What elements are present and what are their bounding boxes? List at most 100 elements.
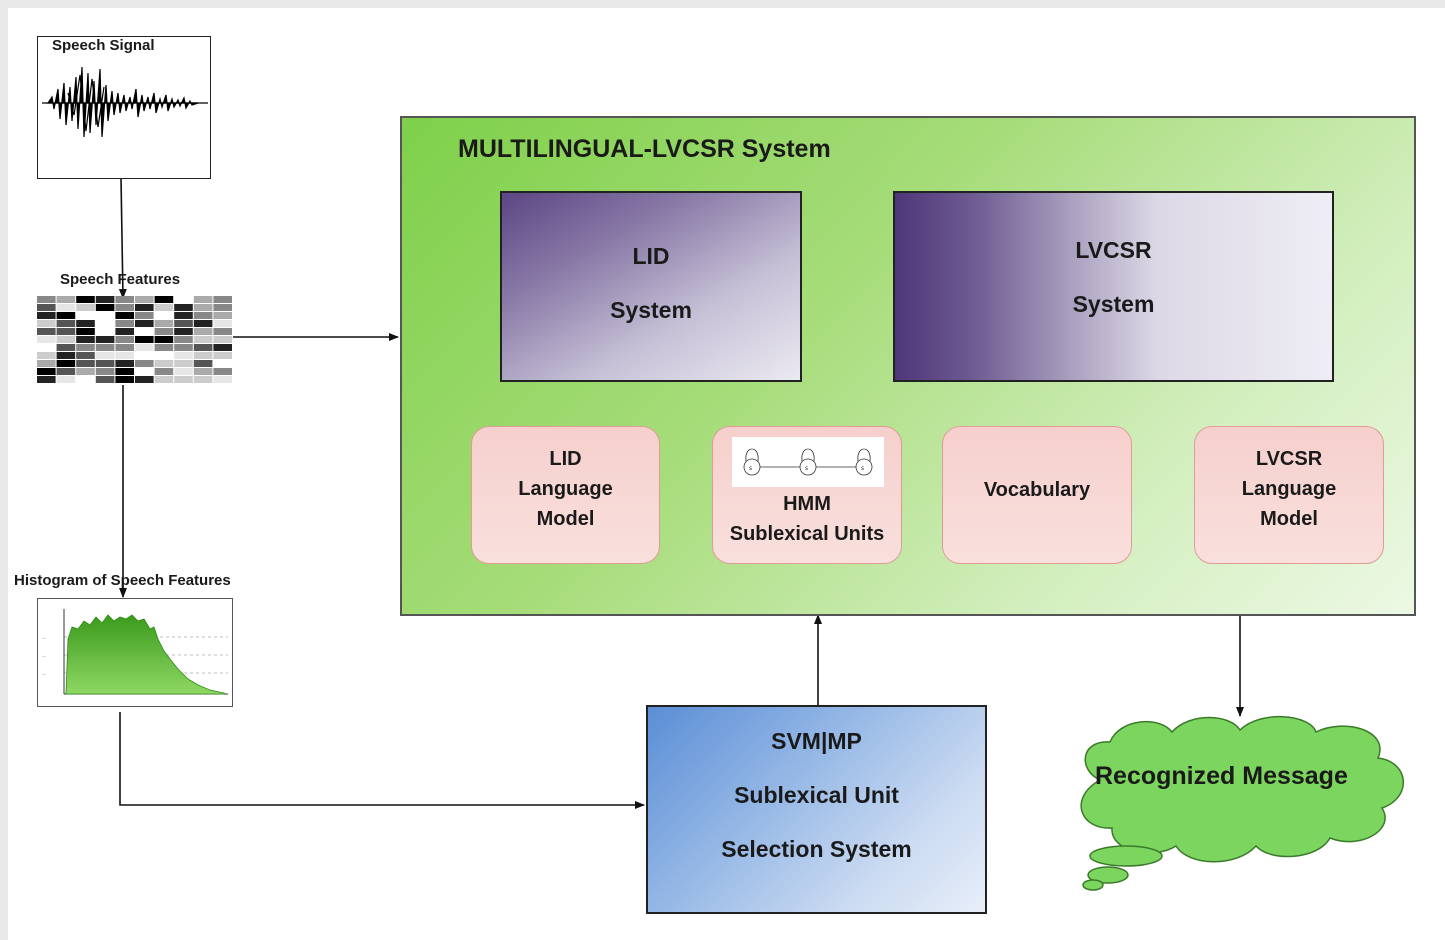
feature-cell <box>95 320 115 327</box>
feature-cell <box>154 376 174 383</box>
feature-cell <box>174 304 193 311</box>
arrow-histogram-to-svm <box>119 712 645 809</box>
lvcsr-system-box: LVCSR System <box>893 191 1334 382</box>
feature-cell <box>193 304 213 311</box>
feature-cell <box>174 336 193 343</box>
vocabulary-label: Vocabulary <box>983 479 1091 501</box>
feature-cell <box>76 296 95 303</box>
feature-cell <box>193 376 213 383</box>
feature-cell <box>37 376 56 383</box>
feature-cell <box>37 344 56 351</box>
feature-cell <box>154 296 174 303</box>
feature-cell <box>115 368 134 375</box>
feature-cell <box>76 304 95 311</box>
recognized-message-label: Recognized Message <box>1095 762 1348 790</box>
feature-cell <box>193 328 213 335</box>
feature-cell <box>76 312 95 319</box>
lid-line1: LID <box>632 243 670 269</box>
hmm-line2: Sublexical Units <box>729 523 885 545</box>
feature-matrix-icon <box>37 296 232 383</box>
feature-cell <box>56 296 76 303</box>
feature-cell <box>174 376 193 383</box>
feature-cell <box>135 296 154 303</box>
lid-line2: System <box>610 297 692 323</box>
feature-cell <box>76 360 95 367</box>
feature-cell <box>56 304 76 311</box>
lid-lm-line1: LID <box>549 448 582 470</box>
feature-cell <box>213 344 232 351</box>
svg-text:s: s <box>749 465 752 472</box>
vocabulary-box: Vocabulary <box>942 426 1132 564</box>
speech-signal-box <box>37 36 211 179</box>
feature-cell <box>76 368 95 375</box>
feature-cell <box>115 336 134 343</box>
feature-cell <box>154 312 174 319</box>
feature-cell <box>213 328 232 335</box>
feature-cell <box>115 296 134 303</box>
feature-cell <box>154 344 174 351</box>
feature-cell <box>174 328 193 335</box>
feature-cell <box>37 336 56 343</box>
feature-cell <box>154 352 174 359</box>
lvcsr-language-model-box: LVCSR Language Model <box>1194 426 1384 564</box>
arrow-signal-to-features <box>118 177 127 299</box>
feature-cell <box>115 312 134 319</box>
histogram-box: ——— <box>37 598 233 707</box>
feature-cell <box>135 344 154 351</box>
feature-cell <box>95 296 115 303</box>
speech-signal-label: Speech Signal <box>52 37 155 54</box>
feature-cell <box>213 320 232 327</box>
feature-cell <box>76 336 95 343</box>
feature-cell <box>95 312 115 319</box>
feature-cell <box>193 336 213 343</box>
feature-cell <box>76 328 95 335</box>
feature-cell <box>115 320 134 327</box>
feature-cell <box>37 352 56 359</box>
lid-lm-line2: Language <box>518 478 613 500</box>
svm-line1: SVM|MP <box>771 728 862 754</box>
lid-language-model-box: LID Language Model <box>471 426 660 564</box>
feature-cell <box>154 368 174 375</box>
feature-cell <box>174 296 193 303</box>
feature-cell <box>56 312 76 319</box>
feature-cell <box>76 376 95 383</box>
feature-cell <box>135 328 154 335</box>
feature-cell <box>154 336 174 343</box>
hmm-line1: HMM <box>783 493 831 515</box>
svg-text:—: — <box>42 635 46 640</box>
feature-cell <box>115 344 134 351</box>
lvcsr-lm-line2: Language <box>1241 478 1337 500</box>
feature-cell <box>37 312 56 319</box>
feature-cell <box>174 312 193 319</box>
feature-cell <box>76 320 95 327</box>
feature-cell <box>115 304 134 311</box>
svg-text:s: s <box>861 465 864 472</box>
feature-cell <box>154 328 174 335</box>
lid-system-box: LID System <box>500 191 802 382</box>
feature-cell <box>37 328 56 335</box>
feature-cell <box>135 360 154 367</box>
feature-cell <box>213 336 232 343</box>
feature-cell <box>56 328 76 335</box>
feature-cell <box>135 376 154 383</box>
feature-cell <box>56 352 76 359</box>
waveform-icon <box>42 66 208 138</box>
feature-cell <box>213 352 232 359</box>
feature-cell <box>76 344 95 351</box>
feature-cell <box>95 352 115 359</box>
feature-cell <box>213 296 232 303</box>
feature-cell <box>213 312 232 319</box>
feature-cell <box>115 328 134 335</box>
feature-cell <box>135 312 154 319</box>
feature-cell <box>213 304 232 311</box>
feature-cell <box>95 328 115 335</box>
feature-cell <box>115 352 134 359</box>
feature-cell <box>135 352 154 359</box>
feature-cell <box>135 320 154 327</box>
feature-cell <box>56 344 76 351</box>
recognized-message-cloud <box>1080 716 1404 891</box>
feature-cell <box>115 376 134 383</box>
feature-cell <box>174 360 193 367</box>
feature-cell <box>193 344 213 351</box>
lid-lm-line3: Model <box>536 508 595 530</box>
